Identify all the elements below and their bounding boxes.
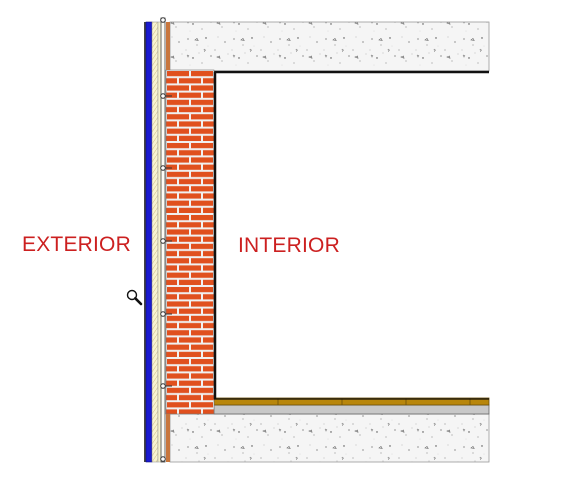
top-concrete-slab bbox=[169, 21, 490, 72]
exterior-label: EXTERIOR bbox=[22, 233, 131, 256]
magnifier-icon[interactable] bbox=[125, 288, 145, 308]
cavity-strip-bottom bbox=[166, 414, 170, 462]
wall-anchors bbox=[160, 17, 172, 462]
cladding-outer-line bbox=[144, 22, 146, 462]
cavity-strip-top bbox=[166, 22, 170, 70]
floor-screed-layer bbox=[213, 404, 490, 415]
brick-wall bbox=[165, 69, 215, 415]
insulation-layer bbox=[151, 21, 159, 463]
blue-membrane-layer bbox=[145, 21, 153, 463]
interior-label: INTERIOR bbox=[238, 234, 340, 257]
bottom-concrete-slab bbox=[169, 413, 490, 463]
